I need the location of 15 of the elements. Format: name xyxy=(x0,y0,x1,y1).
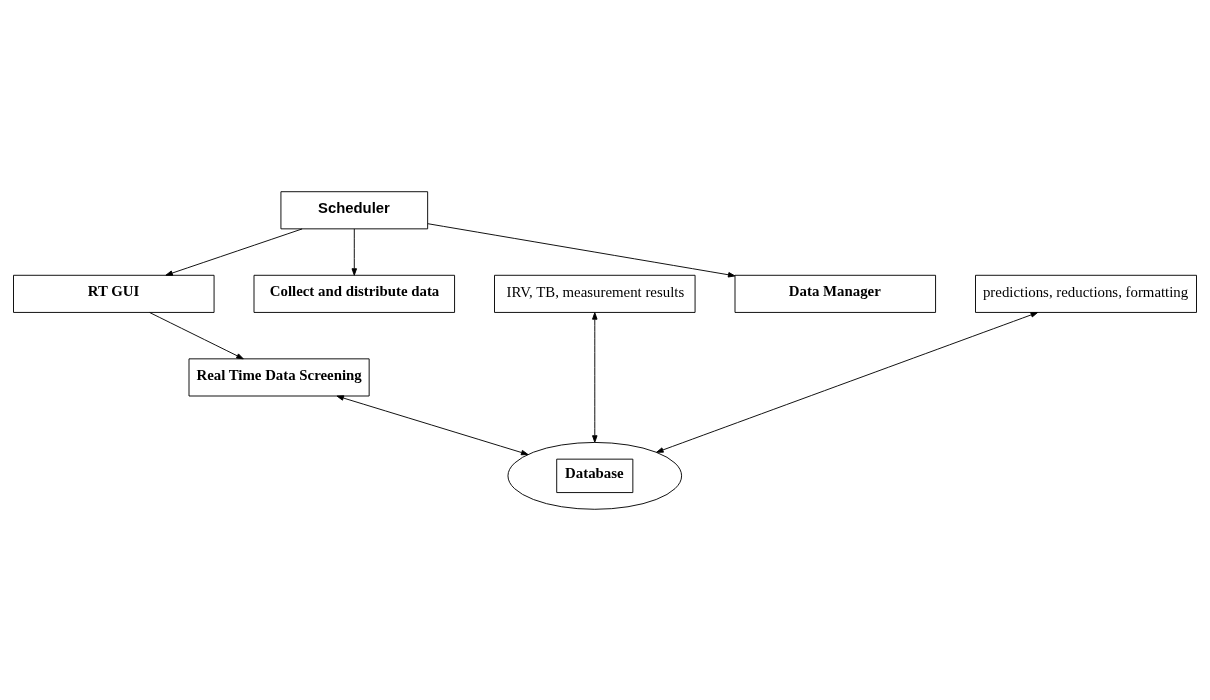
arrow xyxy=(351,227,358,276)
node-box: Real Time Data Screening xyxy=(188,357,370,396)
node-box: predictions, reductions, formatting xyxy=(975,274,1197,313)
arrow xyxy=(427,222,736,277)
arrow xyxy=(165,227,303,276)
node-ellipse: Database xyxy=(507,441,683,510)
node-box: IRV, TB, measurement results xyxy=(494,274,696,313)
arrow xyxy=(592,311,598,443)
node-box: RT GUI xyxy=(13,274,215,313)
arrow xyxy=(656,311,1039,453)
arrow xyxy=(149,311,244,359)
node-box: Scheduler xyxy=(280,190,429,229)
node-box: Data Manager xyxy=(734,274,937,313)
node-box: Collect and distribute data xyxy=(253,274,456,313)
arrow xyxy=(336,394,529,455)
